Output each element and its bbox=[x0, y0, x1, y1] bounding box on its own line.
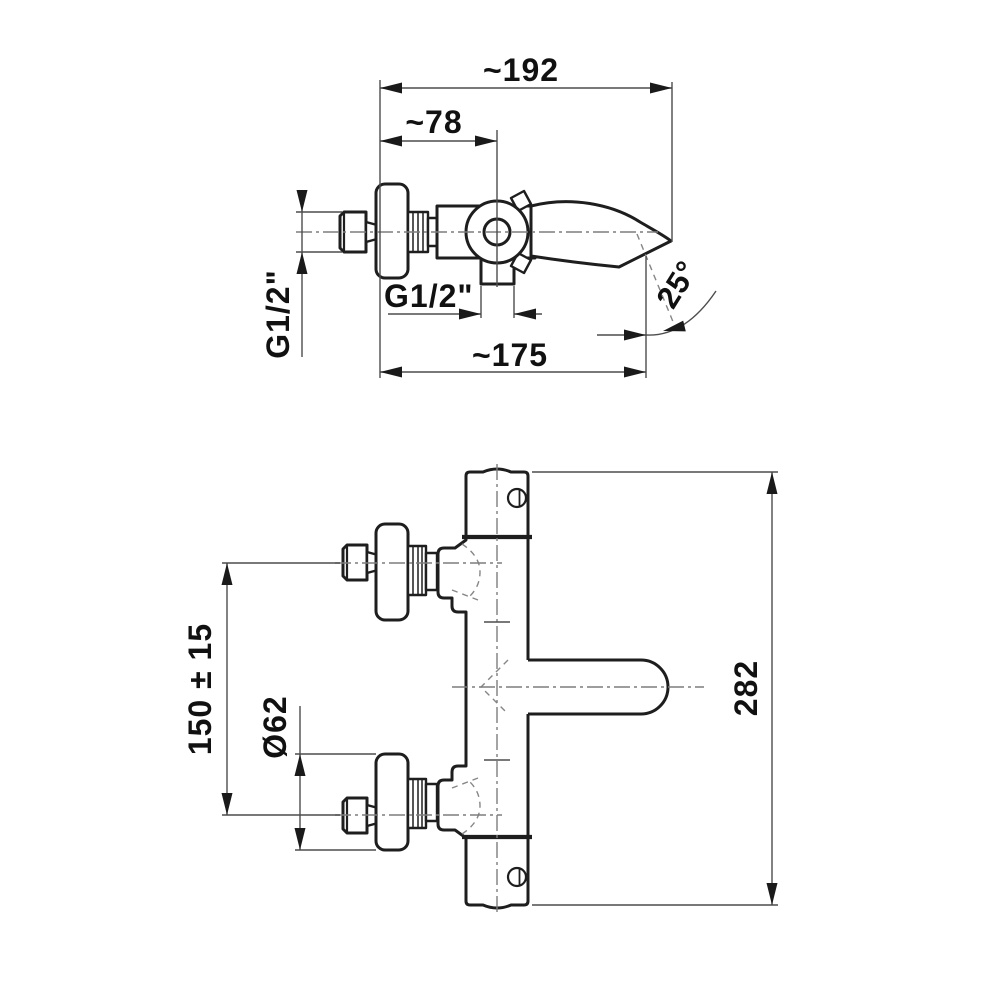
arrow bbox=[475, 135, 497, 147]
dim-282-label: 282 bbox=[728, 660, 764, 716]
upper-collar bbox=[424, 551, 439, 592]
front-view-hidden-lines bbox=[451, 543, 509, 835]
upper-thread-lines bbox=[412, 547, 423, 594]
spout-angle-label: 25° bbox=[649, 255, 704, 315]
upper-ball-diag bbox=[451, 589, 479, 601]
arrow bbox=[296, 190, 308, 212]
lower-flange bbox=[374, 752, 410, 852]
top-screw bbox=[506, 487, 528, 509]
front-view-dimension-lines bbox=[222, 471, 778, 906]
upper-connection bbox=[341, 522, 439, 622]
dim-150-label: 150 ± 15 bbox=[182, 623, 218, 755]
dim-78-label: ~78 bbox=[405, 104, 462, 140]
arrow bbox=[380, 82, 402, 94]
arrow bbox=[650, 82, 672, 94]
wall-flange bbox=[374, 182, 410, 280]
side-view-arrowheads bbox=[296, 82, 686, 378]
arrow bbox=[766, 472, 778, 494]
spout-outline bbox=[529, 200, 673, 269]
arrow bbox=[380, 366, 402, 378]
front-view-labels: 150 ± 15 Ø62 282 bbox=[182, 623, 764, 759]
arrow bbox=[766, 883, 778, 905]
arrow bbox=[514, 308, 536, 320]
arrow bbox=[624, 366, 646, 378]
arrow bbox=[624, 329, 646, 341]
arrow bbox=[294, 754, 306, 776]
arrow bbox=[296, 252, 308, 274]
arrow bbox=[294, 828, 306, 850]
lower-ball-diag bbox=[451, 777, 479, 789]
upper-threads bbox=[406, 544, 428, 597]
lower-ball-arc bbox=[461, 781, 481, 835]
g12-inlet-label: G1/2" bbox=[260, 269, 296, 359]
arrow bbox=[221, 793, 233, 815]
g12-outlet-label: G1/2" bbox=[384, 278, 474, 314]
arrow bbox=[380, 135, 402, 147]
lower-collar bbox=[424, 782, 439, 823]
front-view-arrowheads bbox=[221, 472, 778, 905]
side-view: ~192 ~78 G1/2" G1/2" 25° ~175 bbox=[260, 52, 717, 378]
dim-175-label: ~175 bbox=[472, 337, 548, 373]
arrow bbox=[221, 563, 233, 585]
front-view: 150 ± 15 Ø62 282 bbox=[182, 464, 778, 912]
upper-ball-arc bbox=[461, 543, 481, 597]
dia-62-label: Ø62 bbox=[257, 695, 293, 758]
front-view-faucet bbox=[341, 467, 670, 910]
arrow bbox=[663, 320, 686, 332]
front-view-centerlines bbox=[335, 464, 704, 912]
bottom-screw bbox=[506, 866, 528, 888]
lower-connection bbox=[341, 752, 439, 852]
lower-thread-lines bbox=[412, 780, 423, 827]
lower-threads bbox=[406, 777, 428, 830]
arrow bbox=[459, 308, 481, 320]
dim-192-label: ~192 bbox=[483, 52, 559, 88]
side-view-faucet bbox=[338, 182, 673, 286]
upper-flange bbox=[374, 522, 410, 622]
